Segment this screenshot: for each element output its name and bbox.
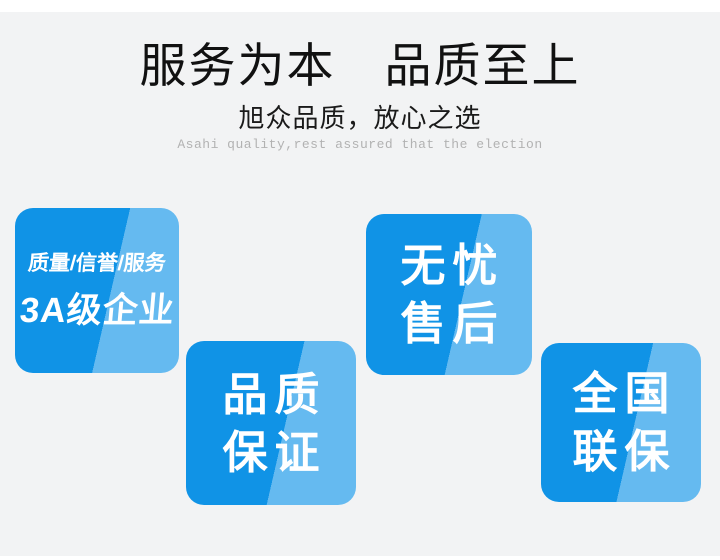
- banner-title: 服务为本 品质至上: [139, 39, 581, 92]
- badge-3a-enterprise-line1: 质量/信誉/服务: [27, 251, 167, 275]
- badge-nationwide-warranty-line2: 联保: [572, 426, 677, 477]
- badge-3a-enterprise: 质量/信誉/服务 3A级企业: [15, 208, 179, 373]
- badge-worry-free-after-sales-line1: 无忧: [400, 240, 505, 291]
- badge-quality-guarantee-line1: 品质: [222, 368, 327, 420]
- badge-nationwide-warranty: 全国 联保: [541, 343, 701, 502]
- badge-quality-guarantee-line2: 保证: [222, 426, 327, 478]
- badge-nationwide-warranty-line1: 全国: [572, 368, 677, 419]
- badge-quality-guarantee: 品质 保证: [186, 341, 356, 505]
- badge-worry-free-after-sales-line2: 售后: [400, 298, 505, 349]
- banner-subtitle: 旭众品质，放心之选: [238, 103, 482, 133]
- banner-tagline-english: Asahi quality,rest assured that the elec…: [177, 137, 543, 152]
- badge-worry-free-after-sales: 无忧 售后: [366, 214, 532, 375]
- badge-3a-enterprise-line2: 3A级企业: [17, 290, 177, 330]
